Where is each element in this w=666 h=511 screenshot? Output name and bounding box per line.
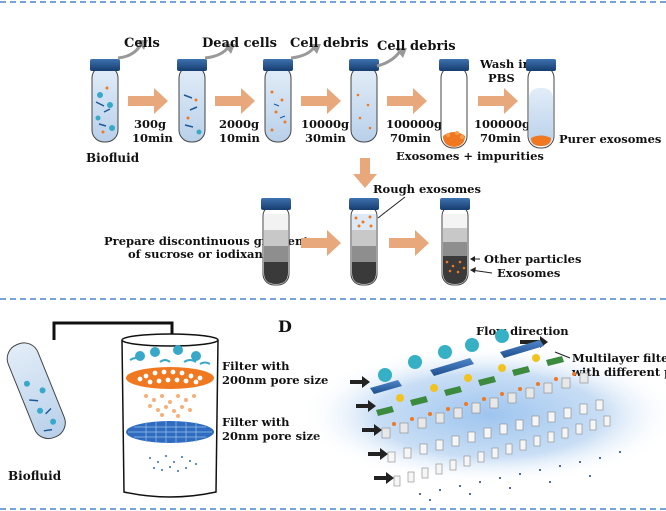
centrifugation-row: Biofluid 300g 10min Cells 2000g 10min De… — [86, 36, 661, 165]
small-particles — [149, 455, 197, 472]
other-particles-label: Other particles — [484, 252, 581, 266]
step1-time: 10min — [132, 131, 174, 145]
exosome-cloud — [144, 394, 196, 418]
impure-label: Exosomes + impurities — [396, 149, 544, 163]
waste-dead-cells: Dead cells — [202, 36, 277, 51]
layer-1 — [370, 329, 544, 394]
wash-line1: Wash in — [479, 57, 532, 71]
rough-pointer — [377, 196, 406, 219]
outlet-particles — [419, 451, 621, 501]
step-arrow-5 — [478, 88, 518, 114]
waste-cells: Cells — [124, 36, 160, 51]
layer-4 — [387, 399, 604, 463]
flow-glow — [300, 345, 666, 485]
gradient-arrow-2 — [389, 230, 429, 256]
layer-5 — [393, 415, 611, 487]
tube-purer-exosomes — [526, 59, 556, 149]
biofluid-label: Biofluid — [86, 151, 140, 165]
filter1-line1: Filter with — [222, 359, 290, 373]
gradient-tube-3 — [440, 198, 470, 286]
prep-line2: of sucrose or iodixanol — [128, 247, 276, 261]
tilted-biofluid-tube — [6, 342, 66, 440]
step5-speed: 100000g — [474, 117, 530, 131]
tube-4 — [349, 59, 379, 143]
gradient-tube-1 — [261, 198, 291, 286]
step-arrow-2 — [215, 88, 255, 114]
gradient-tube-2 — [349, 198, 379, 286]
tube-exosomes-impurities — [439, 59, 469, 149]
filter2-line2: 20nm pore size — [222, 429, 320, 443]
layer-3 — [381, 372, 589, 439]
step5-time: 70min — [480, 131, 522, 145]
step1-speed: 300g — [134, 117, 166, 131]
purer-exosomes-label: Purer exosomes — [559, 132, 661, 146]
wash-line2: PBS — [488, 71, 515, 85]
step4-time: 70min — [390, 131, 432, 145]
transfer-line — [52, 321, 174, 340]
tube-2 — [177, 59, 207, 143]
waste-cell-debris-1: Cell debris — [290, 36, 369, 51]
gradient-arrow-1 — [301, 230, 341, 256]
filter1-line2: 200nm pore size — [222, 373, 328, 387]
step3-time: 30min — [305, 131, 347, 145]
panel-letter: D — [278, 317, 292, 336]
prep-line1: Prepare discontinuous gradient — [104, 234, 309, 248]
multilayer-line1: Multilayer filte — [572, 351, 666, 365]
multilayer-line2: with different pore — [571, 365, 666, 379]
step2-time: 10min — [219, 131, 261, 145]
step2-speed: 2000g — [219, 117, 259, 131]
down-arrow — [353, 158, 377, 188]
step-arrow-3 — [301, 88, 341, 114]
waste-cell-debris-2: Cell debris — [377, 39, 456, 54]
layer-2 — [376, 354, 564, 416]
rough-exosomes-label: Rough exosomes — [373, 182, 481, 196]
filter-200nm — [126, 367, 214, 389]
filtration-panel: Biofluid — [6, 321, 328, 498]
tube-3 — [263, 59, 293, 143]
filter2-line1: Filter with — [222, 415, 290, 429]
flow-filtration-panel: Flow direction Multilayer filte with dif… — [300, 324, 666, 501]
tube-biofluid — [90, 59, 120, 143]
step-arrow-4 — [387, 88, 427, 114]
filter-biofluid-label: Biofluid — [8, 469, 62, 483]
step3-speed: 10000g — [301, 117, 349, 131]
exosomes-label: Exosomes — [497, 266, 560, 280]
step-arrow-1 — [128, 88, 168, 114]
density-gradient-row: Rough exosomes Prepare discontinuous gra… — [104, 182, 581, 286]
flow-direction-label: Flow direction — [476, 324, 569, 338]
step4-speed: 100000g — [386, 117, 442, 131]
